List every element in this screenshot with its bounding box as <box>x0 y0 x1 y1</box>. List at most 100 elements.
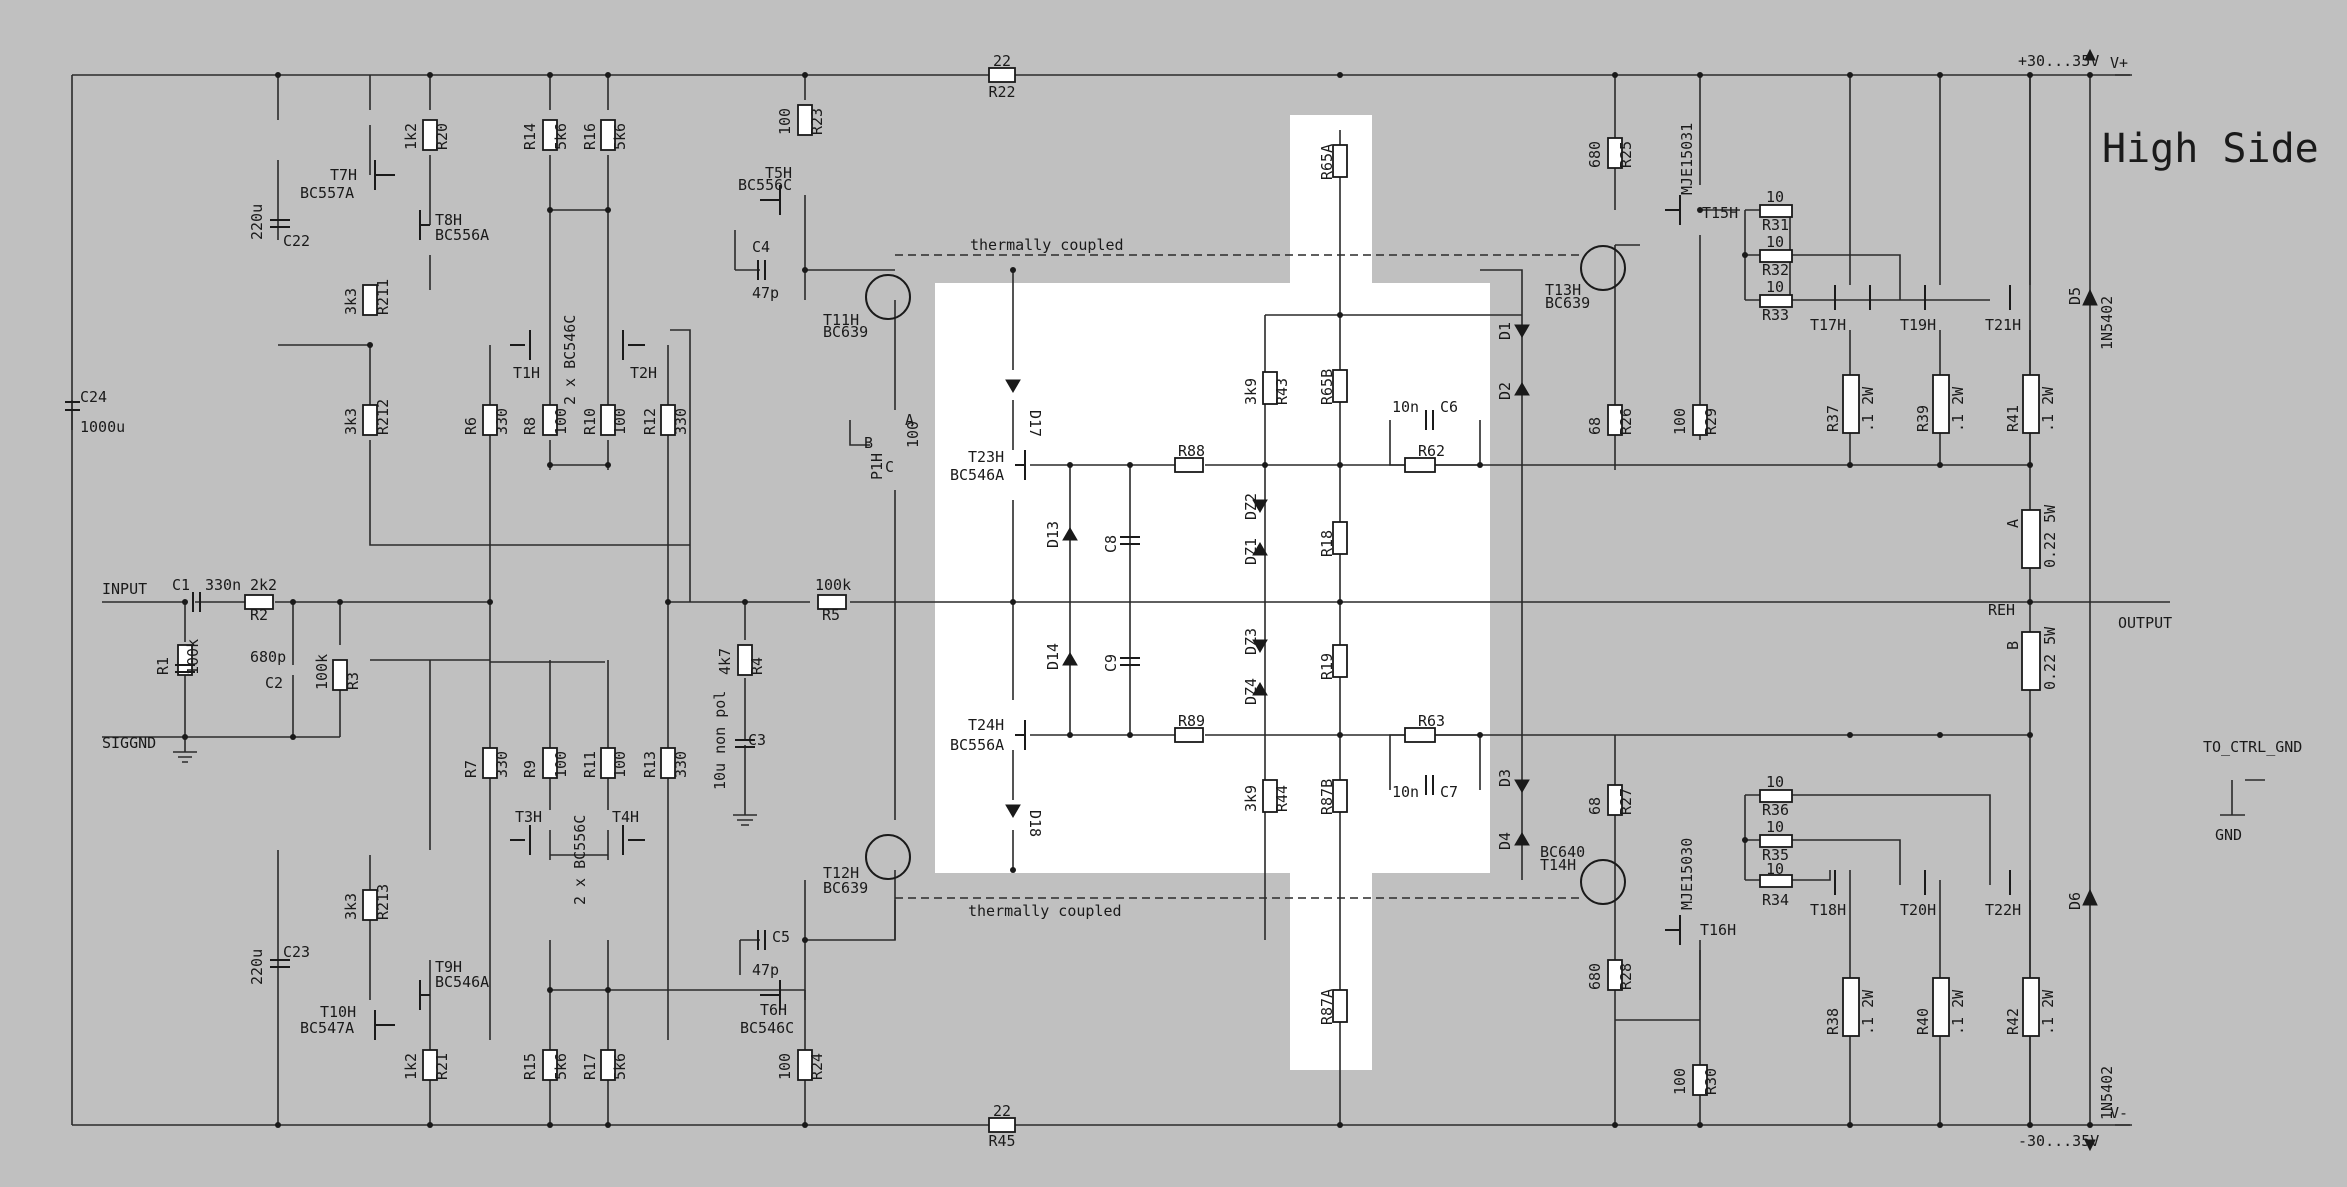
pot-pin: C <box>885 458 894 476</box>
pair-label: 2 x BC546C <box>561 315 579 405</box>
junction-dot <box>182 72 2093 1128</box>
resistor-ref: R211 <box>374 279 392 315</box>
capacitor-value: 10n <box>1392 398 1419 416</box>
capacitor-ref: C23 <box>283 943 310 961</box>
resistor-value: 330 <box>493 408 511 435</box>
resistor-value: 22 <box>993 52 1011 70</box>
diode-ref: DZ4 <box>1242 678 1260 705</box>
resistor-ref: R65B <box>1318 369 1336 405</box>
resistor-ref: R35 <box>1762 846 1789 864</box>
transistor-ref: T15H <box>1702 204 1738 222</box>
resistor-value: 3k3 <box>342 408 360 435</box>
resistor-ref: R23 <box>808 108 826 135</box>
resistor-ref: R32 <box>1762 261 1789 279</box>
resistor-ref: R34 <box>1762 891 1789 909</box>
resistor-ref: R8 <box>521 417 539 435</box>
diode-ref: D1 <box>1496 322 1514 340</box>
resistor-ref: R22 <box>988 83 1015 101</box>
resistor-value: 0.22 5W <box>2041 626 2059 690</box>
resistor-value: 680 <box>1586 141 1604 168</box>
transistor-type: MJE15030 <box>1678 838 1696 910</box>
transistor-ref: T19H <box>1900 316 1936 334</box>
resistor-ref: R40 <box>1914 1008 1932 1035</box>
capacitor-value: 10u non pol <box>711 691 729 790</box>
output-stage-net <box>1699 794 1991 1000</box>
capacitor-ref: C4 <box>752 238 770 256</box>
ground-symbol <box>173 737 197 763</box>
coupling-note: thermally coupled <box>970 236 1124 254</box>
resistor-ref: R43 <box>1273 378 1291 405</box>
resistor-value: 5k6 <box>552 123 570 150</box>
transistor-type: MJE15031 <box>1678 123 1696 195</box>
transistor-ref: T16H <box>1700 921 1736 939</box>
tail-net <box>608 329 806 1125</box>
transistor-ref: T8H <box>435 211 462 229</box>
capacitor-ref: C24 <box>80 388 107 406</box>
transistor-ref: T22H <box>1985 901 2021 919</box>
net-label: +30...35V <box>2018 52 2099 70</box>
transistor-ref: T11H <box>823 311 859 329</box>
diode-ref: D14 <box>1044 643 1062 670</box>
resistor-ref: R16 <box>581 123 599 150</box>
resistor-ref: R39 <box>1914 405 1932 432</box>
capacitor-symbol <box>65 219 1434 968</box>
transistor-ref: T5H <box>765 164 792 182</box>
net-label: SIGGND <box>102 734 156 752</box>
transistor-symbol <box>374 160 2011 1040</box>
transistor-type: BC639 <box>1545 294 1590 312</box>
tail-net <box>277 659 490 1125</box>
resistor-value: 10 <box>1766 860 1784 878</box>
resistor-value: 100 <box>1671 408 1689 435</box>
pot-ref: P1H <box>868 453 886 480</box>
resistor-ref: R37 <box>1824 405 1842 432</box>
transistor-ref: T20H <box>1900 901 1936 919</box>
resistor-value: 68 <box>1586 797 1604 815</box>
resistor-value: 3k9 <box>1242 378 1260 405</box>
diff-pair-net <box>489 345 669 1040</box>
capacitor-ref: C1 <box>172 576 190 594</box>
resistor-value: 10 <box>1766 233 1784 251</box>
transistor-ref: T3H <box>515 808 542 826</box>
resistor-value: 3k3 <box>342 893 360 920</box>
resistor-ref: A <box>2004 519 2022 528</box>
net-label: OUTPUT <box>2118 614 2172 632</box>
tail-net <box>277 75 690 546</box>
capacitor-ref: C2 <box>265 674 283 692</box>
part-value: 1N5402 <box>2098 296 2116 350</box>
transistor-ref: T4H <box>612 808 639 826</box>
resistor-value: 100k <box>184 639 202 675</box>
resistor-value: .1 2W <box>1949 989 1967 1035</box>
pot-value: 100 <box>904 421 922 448</box>
diode-ref: D4 <box>1496 832 1514 850</box>
resistor-value: 3k3 <box>342 288 360 315</box>
capacitor-ref: C6 <box>1440 398 1458 416</box>
vneg-arrow <box>2084 1139 2096 1152</box>
resistor-value: 1k2 <box>402 123 420 150</box>
resistor-ref: R14 <box>521 123 539 150</box>
resistor-ref: R28 <box>1617 963 1635 990</box>
transistor-circle <box>865 245 1626 905</box>
resistor-ref: R62 <box>1418 442 1445 460</box>
output-stage-net <box>1614 735 1701 1125</box>
resistor-ref: R12 <box>641 408 659 435</box>
pot-pin: B <box>864 434 873 452</box>
resistor-ref: B <box>2004 641 2022 650</box>
diode-ref: D5 <box>2066 287 2084 305</box>
diode-ref: DZ2 <box>1242 493 1260 520</box>
pot-pin: A <box>905 411 914 429</box>
transistor-ref: T12H <box>823 864 859 882</box>
resistor-ref: R27 <box>1617 788 1635 815</box>
thermal-zone <box>935 283 1490 873</box>
net-label: GND <box>2215 826 2242 844</box>
resistor-value: .1 2W <box>2039 989 2057 1035</box>
transistor-type: BC639 <box>823 323 868 341</box>
resistor-ref: R63 <box>1418 712 1445 730</box>
resistor-ref: R45 <box>988 1132 1015 1150</box>
resistor-ref: R87B <box>1318 779 1336 815</box>
resistor-ref: R9 <box>521 760 539 778</box>
transistor-type: BC546A <box>435 973 489 991</box>
transistor-type: BC640 <box>1540 843 1585 861</box>
resistor-ref: R213 <box>374 884 392 920</box>
resistor-ref: R15 <box>521 1053 539 1080</box>
